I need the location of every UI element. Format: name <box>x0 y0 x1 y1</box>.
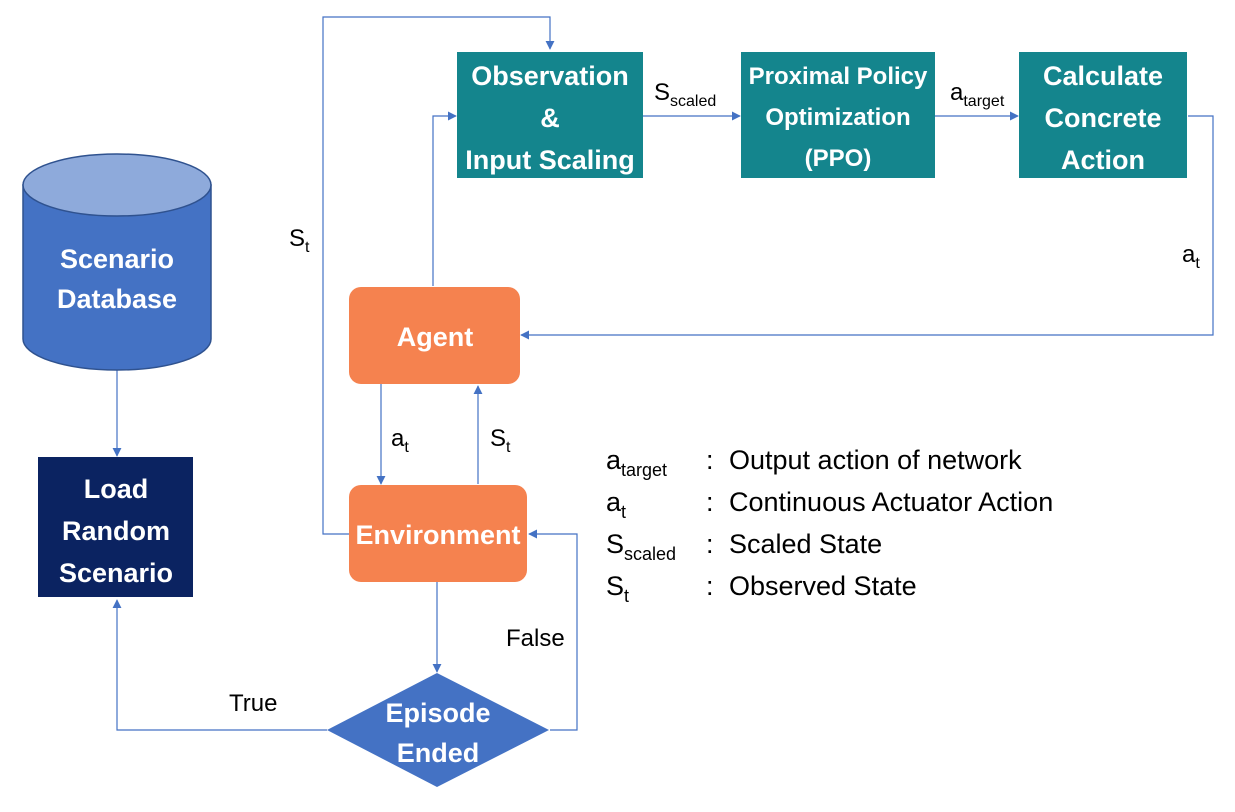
edge-label-false: False <box>506 625 565 652</box>
observation-node: Observation & Input Scaling <box>457 52 643 178</box>
ppo-label-line3: (PPO) <box>805 145 872 172</box>
environment-label: Environment <box>355 520 520 550</box>
ppo-box <box>741 52 935 178</box>
legend-symbol: at <box>606 487 626 522</box>
calculate-label-line3: Action <box>1061 145 1145 175</box>
observation-label-line1: Observation <box>471 61 629 91</box>
edge-label-s-scaled: Sscaled <box>654 79 716 110</box>
episode-diamond <box>327 673 549 787</box>
observation-label-line3: Input Scaling <box>465 145 635 175</box>
legend-description: Output action of network <box>729 445 1022 475</box>
calculate-label-line2: Concrete <box>1044 103 1161 133</box>
database-label-line2: Database <box>57 284 177 314</box>
agent-label: Agent <box>397 322 474 352</box>
edge-episode-to-environment <box>528 529 578 731</box>
edge-environment-to-observation <box>322 16 555 535</box>
episode-ended-node: Episode Ended <box>327 673 549 787</box>
agent-box <box>349 287 520 384</box>
legend-description: Scaled State <box>729 529 882 559</box>
edge-episode-to-load <box>112 599 327 731</box>
legend-symbol: atarget <box>606 445 667 480</box>
episode-label-line1: Episode <box>385 698 490 728</box>
legend-description: Continuous Actuator Action <box>729 487 1053 517</box>
calculate-box <box>1019 52 1187 178</box>
legend-separator: : <box>706 445 714 475</box>
ppo-label-line1: Proximal Policy <box>749 63 928 90</box>
scenario-database-node: Scenario Database <box>22 153 212 371</box>
calculate-action-node: Calculate Concrete Action <box>1019 52 1187 178</box>
observation-label-line2: & <box>540 103 560 133</box>
load-box <box>38 457 193 597</box>
database-cylinder-body <box>22 184 212 371</box>
environment-box <box>349 485 527 582</box>
legend-item-a-t: at : Continuous Actuator Action <box>606 487 1053 522</box>
agent-node: Agent <box>349 287 520 384</box>
legend: atarget : Output action of network at : … <box>606 445 1053 606</box>
edge-label-a-t-right: at <box>1182 241 1200 272</box>
legend-symbol: Sscaled <box>606 529 676 564</box>
legend-separator: : <box>706 487 714 517</box>
calculate-label-line1: Calculate <box>1043 61 1163 91</box>
edge-agent-to-observation <box>432 111 457 286</box>
load-random-scenario-node: Load Random Scenario <box>38 457 193 597</box>
environment-node: Environment <box>349 485 527 582</box>
edge-label-s-t-up: St <box>490 425 511 456</box>
legend-separator: : <box>706 529 714 559</box>
legend-item-s-t: St : Observed State <box>606 571 917 606</box>
database-label-line1: Scenario <box>60 244 174 274</box>
legend-symbol: St <box>606 571 629 606</box>
edge-label-true: True <box>229 690 277 717</box>
edge-action-to-agent <box>520 115 1214 340</box>
ppo-node: Proximal Policy Optimization (PPO) <box>741 52 935 178</box>
database-cylinder-top <box>22 153 212 217</box>
legend-item-a-target: atarget : Output action of network <box>606 445 1022 480</box>
observation-box <box>457 52 643 178</box>
episode-label-line2: Ended <box>397 738 480 768</box>
load-label-line2: Random <box>62 516 170 546</box>
load-label-line3: Scenario <box>59 558 173 588</box>
legend-description: Observed State <box>729 571 917 601</box>
legend-item-s-scaled: Sscaled : Scaled State <box>606 529 882 564</box>
edge-label-a-t-down: at <box>391 425 409 456</box>
ppo-label-line2: Optimization <box>765 104 910 131</box>
edge-label-s-t-left: St <box>289 225 310 256</box>
legend-separator: : <box>706 571 714 601</box>
edge-label-a-target: atarget <box>950 79 1005 110</box>
load-label-line1: Load <box>84 474 149 504</box>
